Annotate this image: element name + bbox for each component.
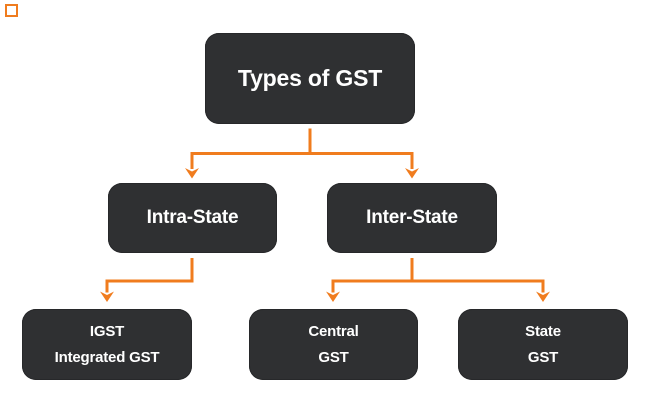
node-label-line2: Integrated GST bbox=[54, 348, 160, 366]
node-label-line1: Central bbox=[308, 322, 359, 340]
arrowhead-down-icon bbox=[326, 291, 340, 302]
connector-root-branch bbox=[190, 128, 414, 169]
connector-intra-leaf bbox=[105, 258, 194, 293]
node-label-line1: State bbox=[525, 322, 561, 340]
node-label-line2: GST bbox=[318, 348, 349, 366]
arrowhead-down-icon bbox=[536, 291, 550, 302]
node-label-line1: IGST bbox=[89, 322, 125, 340]
connector-inter-leaves bbox=[331, 258, 545, 293]
arrowhead-down-icon bbox=[405, 168, 419, 179]
node-igst: IGST Integrated GST bbox=[22, 309, 192, 380]
node-label: Intra-State bbox=[146, 207, 239, 228]
node-label: Types of GST bbox=[237, 65, 383, 91]
node-intra-state: Intra-State bbox=[108, 183, 277, 253]
node-types-of-gst: Types of GST bbox=[205, 33, 415, 124]
arrowhead-down-icon bbox=[100, 291, 114, 302]
node-inter-state: Inter-State bbox=[327, 183, 497, 253]
corner-marker-icon bbox=[5, 4, 18, 17]
node-label-line2: GST bbox=[527, 348, 559, 366]
arrowhead-down-icon bbox=[185, 168, 199, 179]
node-label: Inter-State bbox=[366, 207, 458, 228]
node-state-gst: State GST bbox=[458, 309, 628, 380]
node-central-gst: Central GST bbox=[249, 309, 418, 380]
